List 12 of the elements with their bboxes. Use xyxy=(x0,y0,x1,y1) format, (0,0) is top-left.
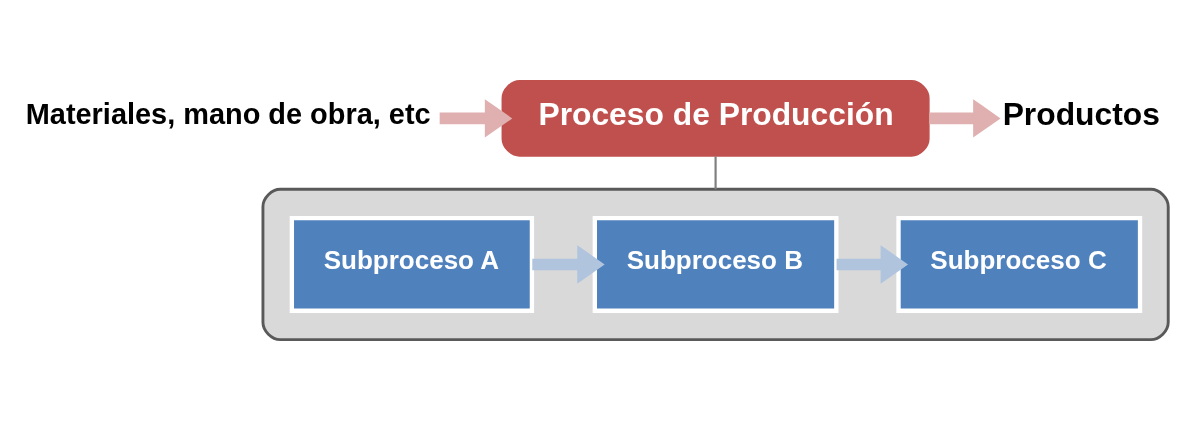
node-text: Productos xyxy=(1002,95,1160,132)
arrow xyxy=(929,98,1001,138)
arrow xyxy=(439,98,513,138)
arrow xyxy=(836,244,909,284)
cluster xyxy=(261,187,1170,341)
connector xyxy=(714,155,717,189)
node-box: Subproceso B xyxy=(592,215,839,313)
node-box: Subproceso A xyxy=(289,215,535,313)
node-text: Materiales, mano de obra, etc xyxy=(25,97,431,130)
node-box: Subproceso C xyxy=(896,215,1143,313)
node-box: Proceso de Producción xyxy=(501,79,930,157)
arrow xyxy=(532,244,605,284)
